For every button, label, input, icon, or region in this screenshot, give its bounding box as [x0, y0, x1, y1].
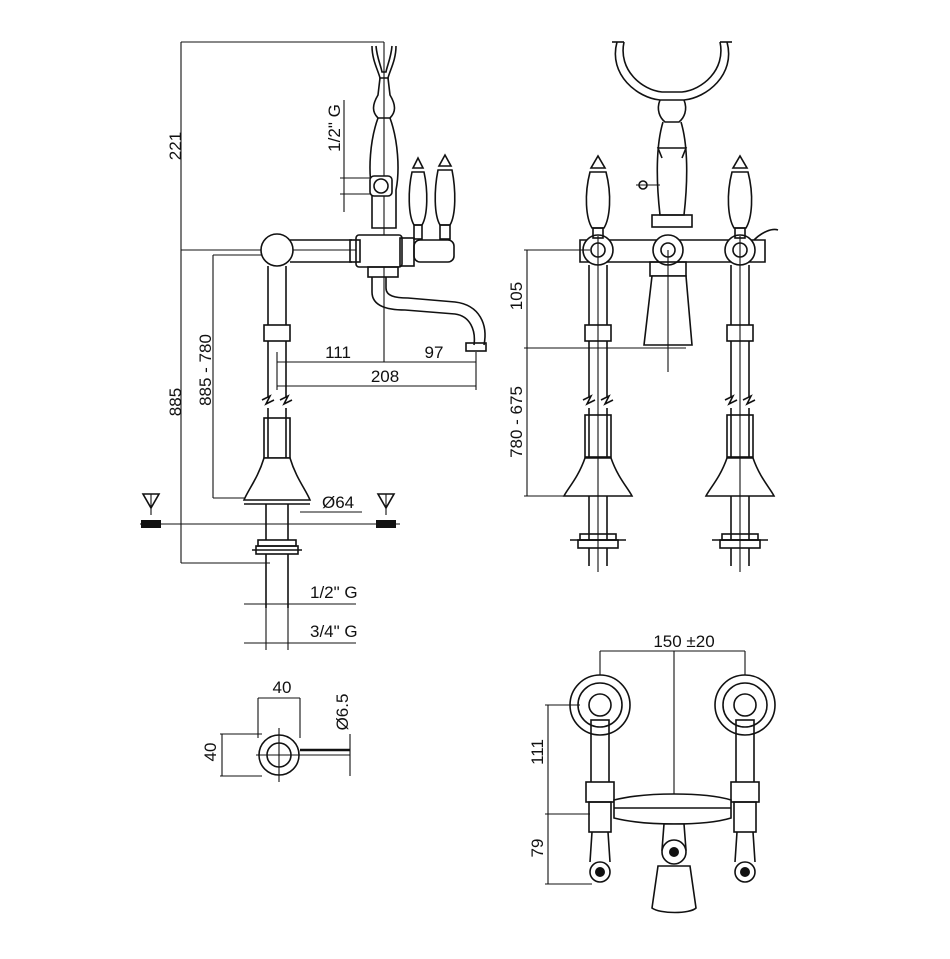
hole-detail: 40 40 Ø6.5: [201, 678, 352, 782]
dim-hole-diameter: Ø6.5: [333, 694, 352, 731]
level-marker-icon: [141, 493, 161, 528]
dim-shower-inlet: 1/2" G: [325, 104, 344, 152]
dim-111-spout: 111: [325, 343, 351, 362]
dim-hole-height: 40: [201, 743, 220, 762]
lever-handle-icon: [434, 153, 456, 240]
dim-885-780: 885 - 780: [196, 334, 215, 406]
lever-handle-icon: [585, 154, 611, 239]
level-marker-icon: [376, 493, 396, 528]
side-view: 221 885 885 - 780 1/2" G 111 97 208 Ø64 …: [140, 41, 487, 650]
dim-inlet-thread: 1/2" G: [310, 583, 358, 602]
dim-97-spout: 97: [425, 343, 444, 362]
dim-outlet-thread: 3/4" G: [310, 622, 358, 641]
dim-885: 885: [166, 388, 185, 416]
lever-handle-icon: [408, 156, 428, 240]
dim-780-675: 780 - 675: [507, 386, 526, 458]
lever-handle-icon: [727, 154, 753, 239]
dim-105: 105: [507, 282, 526, 310]
dim-79-top: 79: [528, 839, 547, 858]
dim-150-20: 150 ±20: [653, 632, 714, 651]
dim-base-diameter: Ø64: [322, 493, 354, 512]
dim-208-spout: 208: [371, 367, 399, 386]
front-view: 105 780 - 675: [507, 41, 779, 572]
dim-221: 221: [166, 132, 185, 160]
dim-111-top: 111: [528, 739, 547, 765]
dim-hole-width: 40: [273, 678, 292, 697]
top-view: 150 ±20 111 79: [528, 632, 776, 914]
